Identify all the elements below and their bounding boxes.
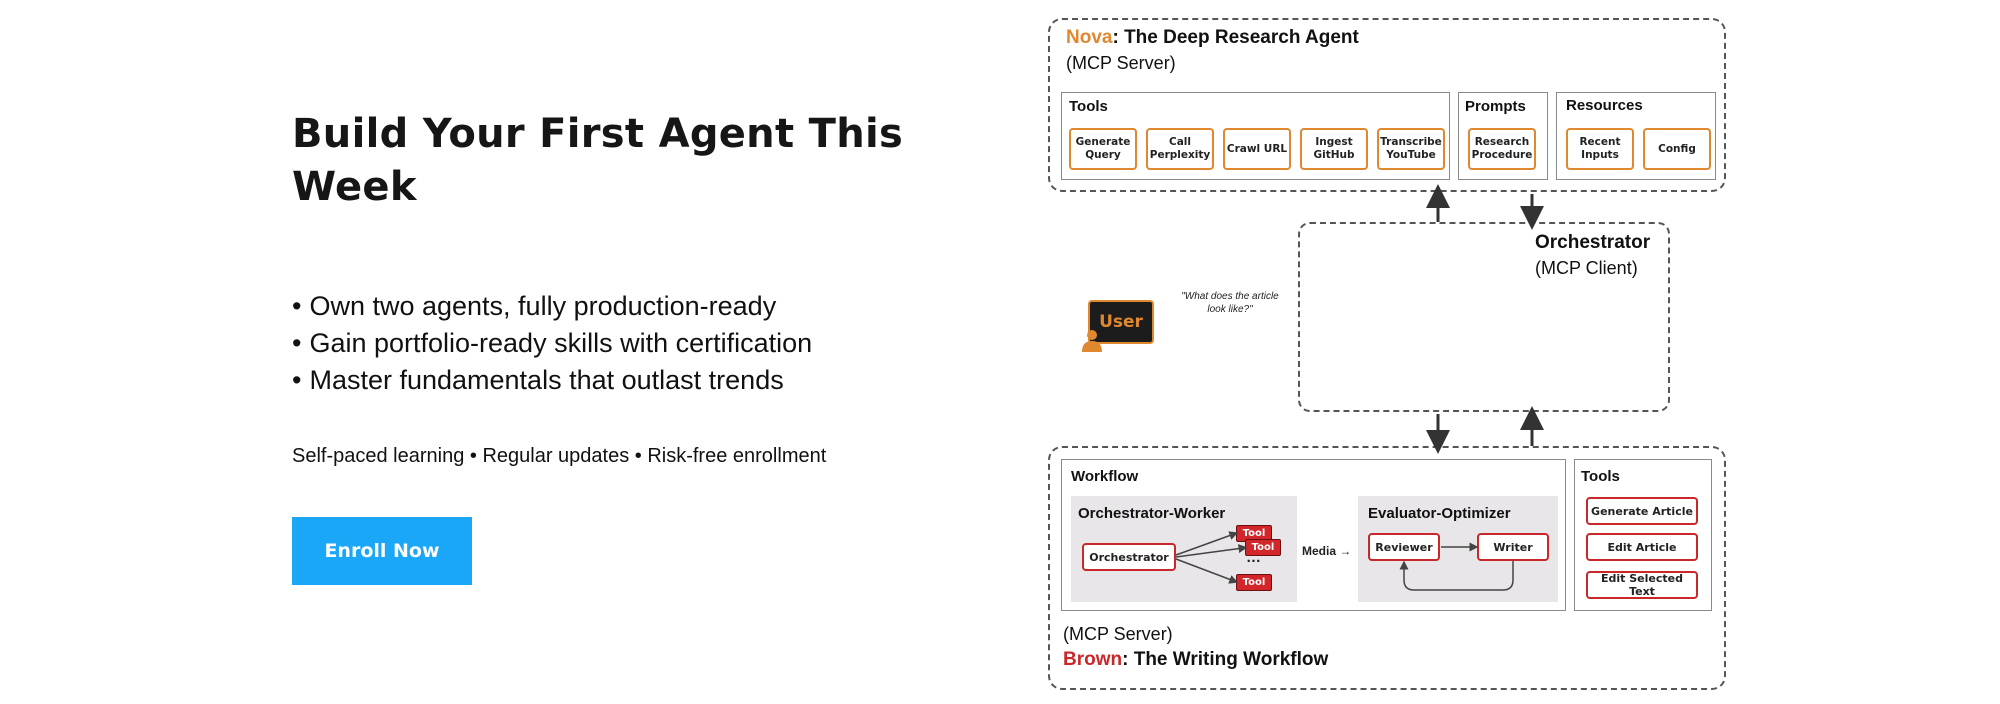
nova-name: Nova [1066, 27, 1113, 48]
resource-config[interactable]: Config [1643, 128, 1711, 170]
tool-transcribe-youtube[interactable]: Transcribe YouTube [1377, 128, 1445, 170]
brown-name: Brown [1063, 649, 1123, 670]
benefit-list: Own two agents, fully production-ready G… [292, 288, 932, 399]
hero-section: Build Your First Agent This Week Own two… [292, 108, 932, 585]
hero-title: Build Your First Agent This Week [292, 111, 904, 210]
orchestrator-node[interactable]: Orchestrator [1082, 543, 1176, 571]
nova-tools-label: Tools [1069, 98, 1108, 115]
nova-title: Nova: The Deep Research Agent [1066, 27, 1359, 49]
enroll-now-button[interactable]: Enroll Now [292, 517, 472, 585]
tool-edit-selected-text[interactable]: Edit Selected Text [1586, 571, 1698, 599]
benefit-item: Master fundamentals that outlast trends [292, 362, 932, 399]
benefit-item: Gain portfolio-ready skills with certifi… [292, 325, 932, 362]
brown-title-rest: : The Writing Workflow [1122, 649, 1329, 670]
orchestrator-subtitle: (MCP Client) [1535, 258, 1638, 278]
reviewer-node[interactable]: Reviewer [1368, 533, 1440, 561]
nova-server-box [1048, 18, 1726, 192]
media-label: Media → [1302, 544, 1352, 558]
tool-edit-article[interactable]: Edit Article [1586, 533, 1698, 561]
brown-title: Brown: The Writing Workflow [1063, 649, 1328, 671]
tool-call-perplexity[interactable]: Call Perplexity [1146, 128, 1214, 170]
tool-generate-query[interactable]: Generate Query [1069, 128, 1137, 170]
architecture-diagram: Nova: The Deep Research Agent (MCP Serve… [1040, 10, 1740, 694]
brown-subtitle: (MCP Server) [1063, 624, 1173, 644]
tool-generate-article[interactable]: Generate Article [1586, 497, 1698, 525]
worker-ellipsis: … [1246, 549, 1261, 566]
user-label: User [1099, 312, 1143, 332]
evaluator-optimizer-label: Evaluator-Optimizer [1368, 505, 1511, 522]
user-badge[interactable]: User [1088, 300, 1154, 344]
orchestrator-title: Orchestrator [1535, 232, 1651, 253]
nova-prompts-label: Prompts [1465, 98, 1526, 115]
workflow-label: Workflow [1071, 468, 1139, 485]
tool-ingest-github[interactable]: Ingest GitHub [1300, 128, 1368, 170]
brown-server-box [1048, 446, 1726, 690]
resource-recent-inputs[interactable]: Recent Inputs [1566, 128, 1634, 170]
brown-tools-label: Tools [1581, 468, 1620, 485]
nova-resources-label: Resources [1566, 97, 1643, 114]
nova-subtitle: (MCP Server) [1066, 53, 1176, 73]
worker-tool-3[interactable]: Tool [1236, 574, 1272, 591]
user-person-icon [1082, 330, 1102, 352]
orchestrator-box [1298, 222, 1670, 412]
writer-node[interactable]: Writer [1477, 533, 1549, 561]
feature-line: Self-paced learning • Regular updates • … [292, 445, 827, 467]
orchestrator-worker-label: Orchestrator-Worker [1078, 505, 1226, 522]
benefit-item: Own two agents, fully production-ready [292, 288, 932, 325]
user-quote: "What does the article look like?" [1181, 291, 1279, 315]
tool-crawl-url[interactable]: Crawl URL [1223, 128, 1291, 170]
nova-title-rest: : The Deep Research Agent [1112, 27, 1359, 48]
prompt-research-procedure[interactable]: Research Procedure [1468, 128, 1536, 170]
